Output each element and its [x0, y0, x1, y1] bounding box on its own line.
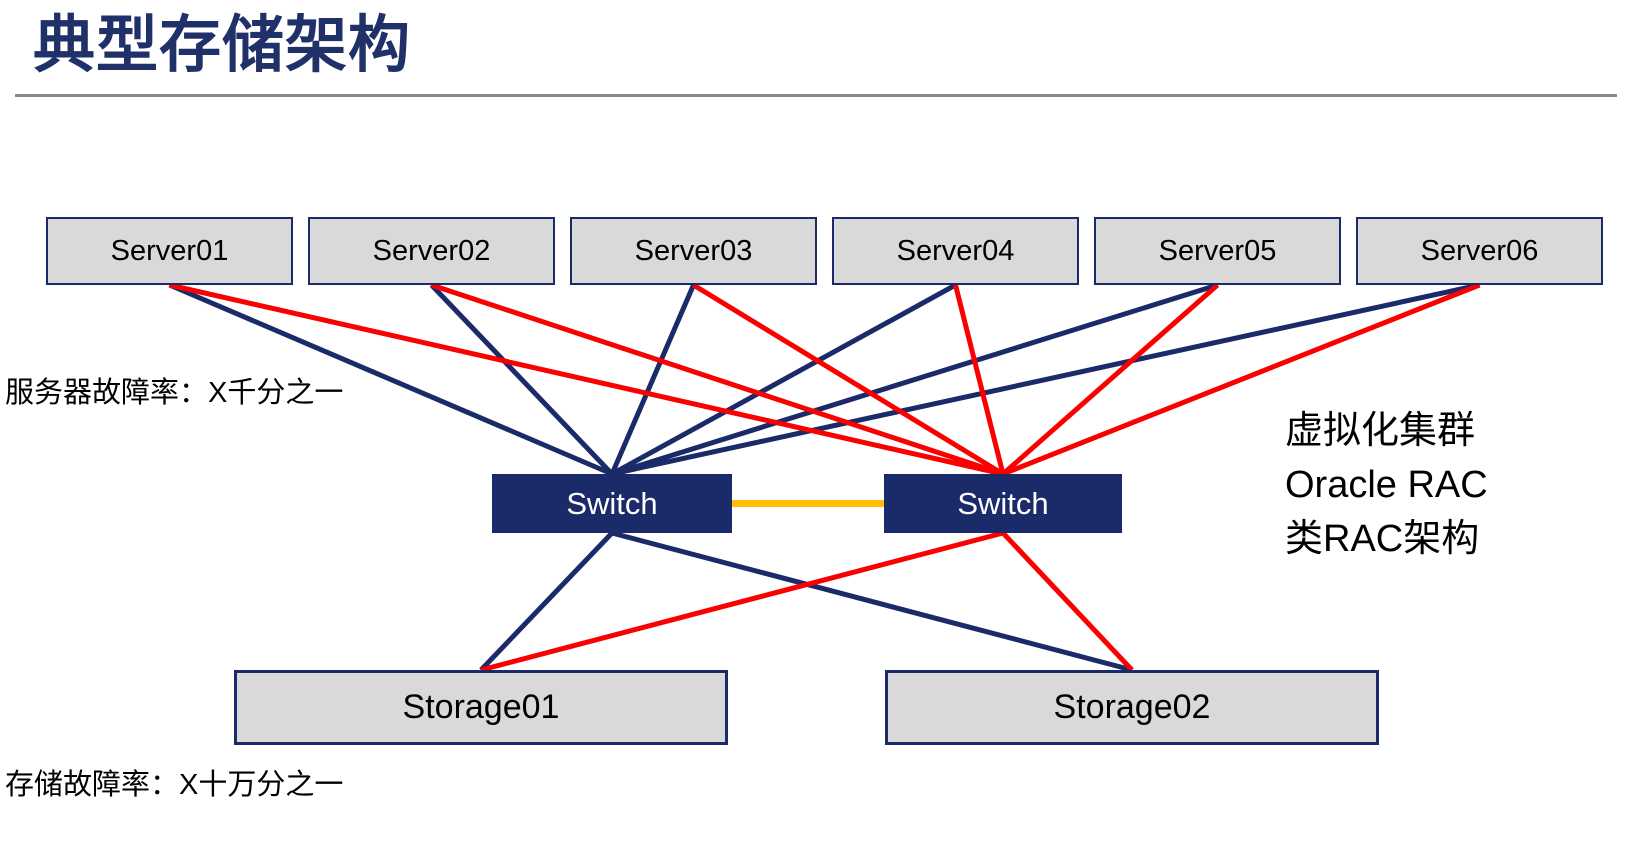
- connection-line-server02-switch-a: [429, 283, 614, 476]
- connection-line-server06-switch-a: [611, 282, 1481, 477]
- connection-line-switch-b-storage02: [1001, 531, 1134, 672]
- cluster-note-line-2: Oracle RAC: [1285, 464, 1488, 506]
- connection-line-server02-switch-b: [430, 282, 1004, 477]
- connection-line-server01-switch-b: [168, 282, 1004, 477]
- connection-line-server05-switch-b: [1001, 283, 1220, 476]
- title-divider-line: [15, 94, 1617, 97]
- connection-line-switch-a-storage02: [611, 530, 1133, 673]
- switch-left-node: Switch: [492, 474, 732, 533]
- connection-line-server01-switch-a: [168, 282, 613, 477]
- storage02-node: Storage02: [885, 670, 1379, 745]
- server06-node: Server06: [1356, 217, 1603, 285]
- connection-line-server03-switch-a: [609, 284, 696, 475]
- storage01-node: Storage01: [234, 670, 728, 745]
- server-failure-rate-label: 服务器故障率：X千分之一: [5, 377, 344, 409]
- connection-line-server06-switch-b: [1002, 282, 1481, 477]
- server03-node: Server03: [570, 217, 817, 285]
- connection-line-server05-switch-a: [611, 282, 1219, 477]
- server02-node: Server02: [308, 217, 555, 285]
- slide-title: 典型存储架构: [33, 11, 412, 80]
- storage-failure-rate-label: 存储故障率：X十万分之一: [5, 769, 344, 801]
- cluster-note: 虚拟化集群 Oracle RAC 类RAC架构: [1285, 404, 1488, 566]
- server01-node: Server01: [46, 217, 293, 285]
- server05-node: Server05: [1094, 217, 1341, 285]
- switch-right-node: Switch: [884, 474, 1122, 533]
- cluster-note-line-3: 类RAC架构: [1285, 518, 1480, 560]
- connection-line-switch-a-storage01: [479, 531, 614, 672]
- cluster-note-line-1: 虚拟化集群: [1285, 410, 1476, 452]
- connection-line-server03-switch-b: [692, 282, 1005, 477]
- connection-line-switch-b-storage01: [480, 530, 1004, 673]
- server04-node: Server04: [832, 217, 1079, 285]
- connection-line-server04-switch-a: [610, 282, 957, 477]
- connection-line-server04-switch-b: [953, 284, 1006, 475]
